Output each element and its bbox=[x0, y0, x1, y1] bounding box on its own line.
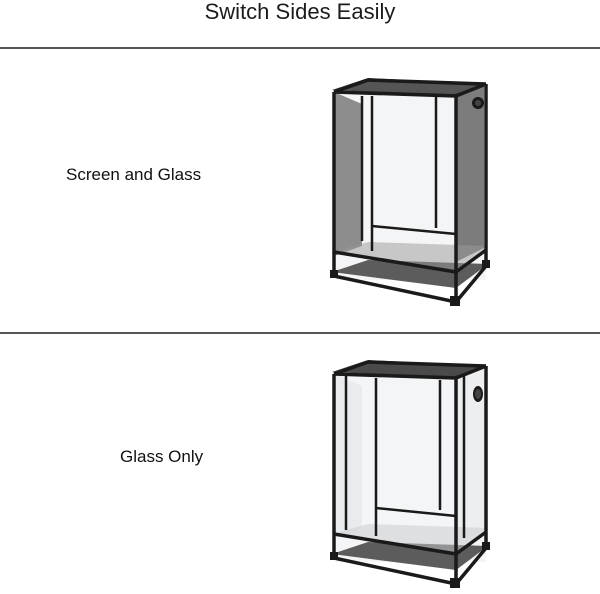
enclosure-glass-only-image bbox=[330, 360, 490, 588]
enclosure-screen-glass-image bbox=[330, 78, 490, 306]
option-label: Screen and Glass bbox=[66, 165, 202, 184]
option-label: Glass Only bbox=[120, 447, 204, 466]
page-title: Switch Sides Easily bbox=[204, 0, 396, 24]
divider-middle bbox=[0, 332, 600, 334]
divider-top bbox=[0, 47, 600, 49]
